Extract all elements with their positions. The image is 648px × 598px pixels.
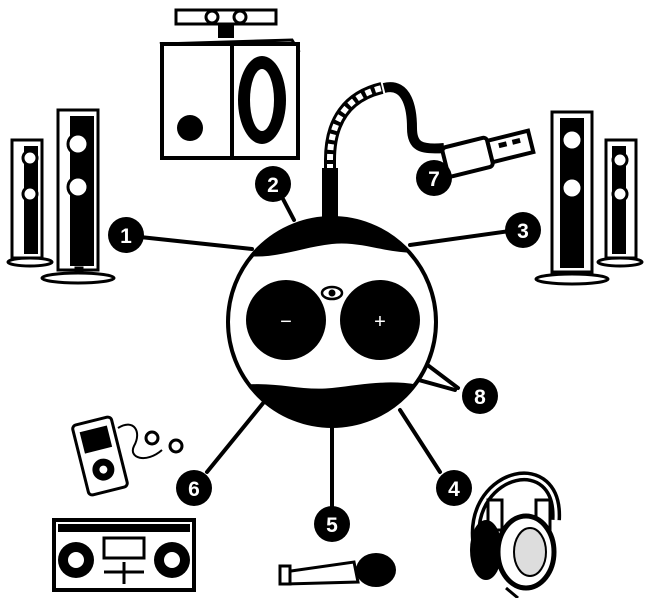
earbud-right-icon bbox=[168, 438, 184, 454]
right-small-woofer bbox=[611, 185, 629, 203]
callout-4: 4 bbox=[436, 470, 472, 506]
left-tower-speakers bbox=[6, 108, 116, 285]
mic-tail bbox=[278, 564, 292, 586]
sensor-bar bbox=[174, 8, 278, 26]
callout-8-label: 8 bbox=[474, 386, 486, 409]
subwoofer-port bbox=[177, 115, 203, 141]
usb-pin-b bbox=[511, 137, 521, 145]
callout-1: 1 bbox=[108, 217, 144, 253]
callout-5-label: 5 bbox=[326, 514, 338, 537]
earcup-left bbox=[470, 520, 502, 580]
callout-markers: 1 2 3 4 5 6 7 8 bbox=[108, 160, 541, 542]
line-3 bbox=[408, 229, 512, 247]
right-large-base bbox=[534, 272, 610, 286]
left-large-woofer bbox=[66, 175, 90, 199]
usb-plug-tip bbox=[484, 128, 536, 165]
usb-pin-a bbox=[498, 141, 508, 149]
line-2 bbox=[281, 197, 296, 222]
cable-solid bbox=[382, 82, 445, 154]
stereo-system bbox=[52, 518, 196, 592]
volume-down-circle[interactable] bbox=[246, 280, 326, 360]
sensor-stand bbox=[218, 24, 234, 38]
callout-3: 3 bbox=[505, 212, 541, 248]
right-large-tweeter bbox=[560, 128, 584, 152]
callout-6: 6 bbox=[176, 470, 212, 506]
subwoofer-driver-center bbox=[250, 69, 274, 131]
cable-base bbox=[322, 168, 338, 218]
subwoofer bbox=[159, 8, 301, 160]
minus-icon: − bbox=[280, 311, 292, 333]
callout-1-label: 1 bbox=[120, 225, 132, 248]
callout-3-label: 3 bbox=[517, 220, 529, 243]
headphone-cable bbox=[505, 586, 519, 598]
mic-handle bbox=[282, 560, 360, 586]
cable-dashed-inner bbox=[327, 85, 383, 200]
right-tower-speakers bbox=[534, 110, 644, 286]
volume-up-circle[interactable] bbox=[340, 280, 420, 360]
stereo-speaker-left-center bbox=[68, 552, 84, 568]
volume-up-button[interactable]: + bbox=[340, 280, 420, 360]
sensor-lens-left bbox=[204, 9, 220, 25]
callout-7-label: 7 bbox=[428, 168, 440, 191]
right-large-woofer bbox=[560, 176, 584, 200]
volume-down-button[interactable]: − bbox=[246, 280, 326, 360]
line-1 bbox=[138, 235, 254, 251]
callout-2-label: 2 bbox=[267, 174, 279, 197]
mic-head bbox=[356, 553, 396, 587]
stereo-speaker-right-center bbox=[164, 552, 180, 568]
plus-icon: + bbox=[374, 311, 386, 333]
hub-rim bbox=[226, 216, 438, 428]
hub-face bbox=[228, 218, 436, 426]
player-screen bbox=[79, 425, 113, 454]
earbud-left-icon bbox=[144, 430, 160, 446]
microphone bbox=[278, 553, 396, 587]
left-large-base bbox=[40, 271, 116, 285]
usb-cable bbox=[322, 82, 536, 218]
left-small-tweeter bbox=[21, 149, 39, 167]
stereo-top-strip bbox=[58, 524, 190, 532]
subwoofer-side bbox=[160, 42, 234, 160]
headband-highlight bbox=[474, 474, 558, 541]
callout-5: 5 bbox=[314, 506, 350, 542]
callout-7: 7 bbox=[416, 160, 452, 196]
left-large-tweeter bbox=[66, 132, 90, 156]
earbud-cord bbox=[117, 423, 163, 460]
callout-4-label: 4 bbox=[448, 478, 460, 501]
media-player bbox=[71, 415, 184, 497]
earcup-right-pad bbox=[513, 527, 547, 577]
callout-2: 2 bbox=[255, 166, 291, 202]
player-wheel-center bbox=[99, 465, 108, 474]
headphones bbox=[470, 471, 562, 598]
eye-icon bbox=[320, 285, 344, 301]
left-small-base bbox=[6, 256, 54, 268]
right-small-base bbox=[596, 256, 644, 268]
callout-6-label: 6 bbox=[188, 478, 200, 501]
right-small-tweeter bbox=[611, 151, 629, 169]
left-small-woofer bbox=[21, 185, 39, 203]
line-6 bbox=[205, 400, 266, 474]
stereo-display bbox=[102, 536, 146, 560]
callout-8: 8 bbox=[462, 378, 498, 414]
line-4 bbox=[398, 408, 442, 474]
usb-plug bbox=[440, 128, 536, 179]
sensor-lens-right bbox=[232, 9, 248, 25]
